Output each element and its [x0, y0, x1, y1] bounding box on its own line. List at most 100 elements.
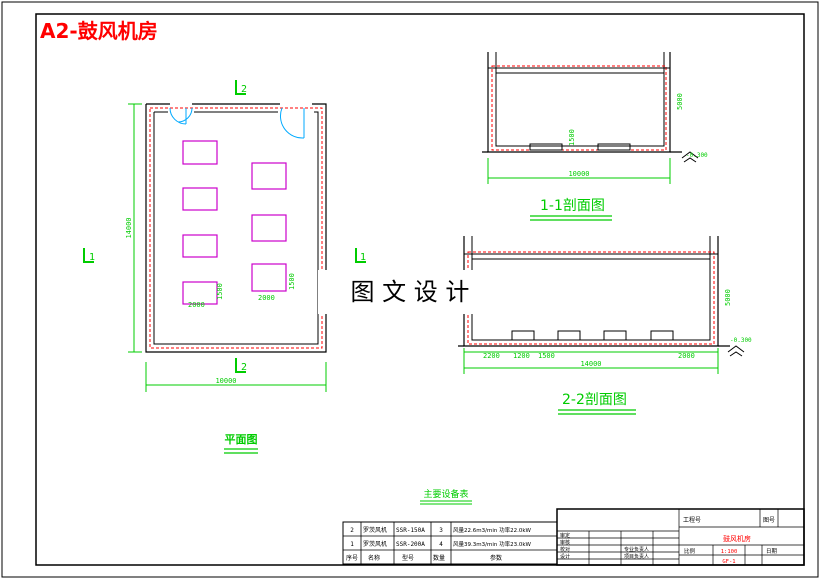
section-mark-right — [355, 248, 366, 263]
section1-dim-line — [487, 158, 671, 184]
sheet-title: A2-鼓风机房 — [40, 19, 158, 43]
plan-view: 2000 1500 2000 1500 10000 14000 2 1 1 2 … — [83, 80, 366, 454]
tb-scale-value: 1:100 — [721, 549, 738, 555]
section1-caption-underline — [530, 215, 612, 221]
plan-door-left — [169, 107, 193, 125]
section-1-view: -0.300 10000 5000 1500 1-1剖面图 — [482, 52, 708, 221]
section2-elevation: -0.300 — [730, 337, 752, 344]
plan-wall-hatch — [149, 107, 323, 349]
tb-role-5: 项目负责人 — [624, 553, 649, 560]
section1-wall — [487, 52, 671, 153]
equipment-table: 主要设备表 2 罗茨风机 SSR-150A 3 风量22.6m3/min 功率2… — [342, 488, 558, 565]
section-mark-left — [83, 248, 94, 263]
section2-equipment — [603, 330, 627, 341]
plan-dim-unit-d: 1500 — [288, 273, 296, 290]
eq-row1-name: 罗茨风机 — [363, 540, 387, 548]
section1-caption: 1-1剖面图 — [540, 198, 605, 214]
section1-dim-small: 1500 — [568, 129, 576, 146]
eq-row0-name: 罗茨风机 — [363, 526, 387, 534]
section2-dim-total: 14000 — [580, 360, 601, 368]
section2-dim-height: 5000 — [724, 289, 732, 306]
equipment-table-title-underline — [420, 500, 472, 505]
section-mark-right-label: 1 — [360, 252, 366, 263]
title-block-frame — [556, 508, 805, 566]
section-mark-top-label: 2 — [241, 84, 247, 95]
watermark-background — [318, 270, 494, 314]
plan-dim-height: 14000 — [125, 217, 133, 238]
section2-roof — [464, 253, 718, 260]
plan-wall-inner — [153, 111, 319, 345]
equipment-unit — [251, 263, 287, 292]
section2-dim-3: 2000 — [678, 352, 695, 360]
plan-dim-width: 10000 — [215, 377, 236, 385]
plan-dim-unit-c: 2000 — [258, 294, 275, 302]
watermark: 图 文 设 计 — [318, 270, 494, 314]
tb-project-label: 工程号 — [683, 516, 701, 524]
tb-drawing-no-label: 图号 — [763, 517, 775, 524]
section1-equipment — [529, 143, 563, 151]
eq-row1-model: SSR-200A — [396, 541, 425, 548]
equipment-table-grid — [343, 522, 557, 564]
section2-dim-1: 1200 — [513, 352, 530, 360]
eq-header-qty: 数量 — [433, 554, 445, 562]
section-mark-bottom-label: 2 — [241, 362, 247, 373]
section1-elevation: -0.300 — [686, 152, 708, 159]
tb-role-1: 审核 — [560, 539, 570, 546]
section1-roof — [488, 67, 670, 74]
section1-dim-height: 5000 — [676, 93, 684, 110]
section1-equipment — [597, 143, 631, 151]
section1-dim-width: 10000 — [568, 170, 589, 178]
section-mark-left-label: 1 — [89, 252, 95, 263]
tb-scale-label: 比例 — [684, 547, 696, 555]
tb-role-2: 校对 — [560, 546, 570, 553]
section-2-view: -0.300 2200 1200 1500 2000 14000 5000 2-… — [458, 236, 752, 415]
section2-caption: 2-2剖面图 — [562, 392, 627, 408]
plan-caption-underline — [224, 448, 258, 454]
tb-sheet-code: GF-1 — [722, 559, 735, 565]
eq-header-model: 型号 — [402, 554, 414, 562]
plan-door-right — [279, 107, 305, 139]
section-mark-bottom — [235, 358, 246, 373]
eq-row1-qty: 4 — [439, 541, 443, 548]
tb-date-label: 日期 — [766, 548, 778, 555]
section1-elevation-symbol — [681, 151, 699, 163]
inner-frame — [35, 13, 805, 566]
equipment-unit — [251, 162, 287, 190]
eq-header-no: 序号 — [346, 554, 358, 562]
eq-row0-params: 风量22.6m3/min 功率22.0kW — [453, 526, 532, 534]
section2-equipment — [511, 330, 535, 341]
tb-role-0: 审定 — [560, 532, 570, 539]
plan-dim-height-line — [128, 103, 142, 353]
eq-row0-no: 2 — [350, 527, 354, 534]
section2-equipment — [650, 330, 674, 341]
section1-wall-inner — [495, 52, 665, 147]
eq-row0-model: SSR-150A — [396, 527, 425, 534]
plan-wall-outer — [145, 103, 327, 353]
eq-header-name: 名称 — [368, 554, 380, 562]
equipment-table-title: 主要设备表 — [423, 488, 468, 500]
section2-hatch — [467, 251, 715, 345]
eq-row0-qty: 3 — [439, 527, 443, 534]
eq-row1-no: 1 — [350, 541, 354, 548]
plan-caption: 平面图 — [225, 433, 258, 446]
watermark-text: 图 文 设 计 — [351, 278, 470, 306]
section2-elevation-symbol — [727, 345, 745, 357]
plan-dim-width-line — [145, 362, 327, 392]
equipment-unit — [182, 187, 218, 211]
equipment-unit — [251, 214, 287, 242]
tb-role-3: 设计 — [560, 553, 570, 560]
title-block-grid-right — [679, 509, 804, 565]
plan-dim-unit-b: 1500 — [216, 283, 224, 300]
tb-drawing-name: 鼓风机房 — [723, 534, 751, 543]
section2-dim-lines — [463, 348, 719, 374]
equipment-unit — [182, 140, 218, 165]
eq-header-params: 参数 — [490, 554, 502, 562]
section1-hatch — [491, 65, 667, 151]
section2-dim-2: 1500 — [538, 352, 555, 360]
section2-dim-0: 2200 — [483, 352, 500, 360]
title-block: 审定 审核 校对 设计 专业负责人 项目负责人 工程号 图号 鼓风机房 比例 1… — [556, 508, 805, 566]
section2-equipment — [557, 330, 581, 341]
